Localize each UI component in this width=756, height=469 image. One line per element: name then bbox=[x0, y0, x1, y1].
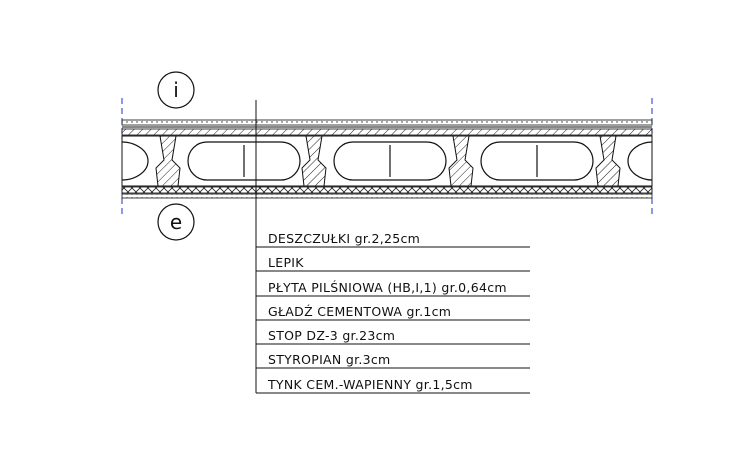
layer-label-slab: STOP DZ-3 gr.23cm bbox=[268, 328, 395, 343]
layer-label-felt: LEPIK bbox=[268, 255, 304, 270]
top-layers bbox=[121, 119, 653, 136]
layer-label-screed: GŁADŹ CEMENTOWA gr.1cm bbox=[268, 304, 451, 319]
layer-label-styrofoam: STYROPIAN gr.3cm bbox=[268, 352, 391, 367]
exterior-marker: e bbox=[157, 203, 195, 241]
slab-joints bbox=[155, 135, 621, 187]
layer-label-plaster: TYNK CEM.-WAPIENNY gr.1,5cm bbox=[267, 377, 473, 392]
exterior-marker-label: e bbox=[170, 210, 182, 234]
layer-label-floorboards: DESZCZUŁKI gr.2,25cm bbox=[268, 231, 420, 246]
bottom-layers bbox=[121, 186, 653, 199]
hollow-core-slab bbox=[121, 135, 653, 187]
layer-legend: DESZCZUŁKI gr.2,25cm LEPIK PŁYTA PILŚNIO… bbox=[256, 231, 530, 394]
layer-label-fibreboard: PŁYTA PILŚNIOWA (HB,I,1) gr.0,64cm bbox=[268, 280, 507, 295]
interior-marker-label: i bbox=[173, 78, 179, 102]
slab-cores bbox=[121, 141, 653, 181]
interior-marker: i bbox=[157, 71, 195, 109]
